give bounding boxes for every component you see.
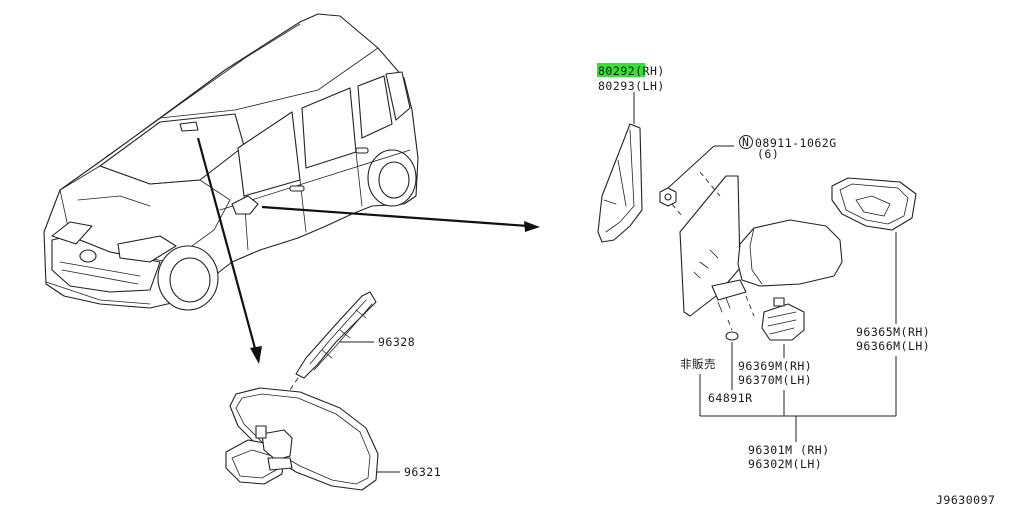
label-assy-rh: 96301M (RH) [748, 443, 830, 457]
vehicle-illustration [43, 13, 419, 311]
callout-labels: 80292(RH) 80293(LH) N 08911-1062G (6) 96… [378, 63, 995, 507]
mirror-cover-part [597, 92, 643, 243]
label-nut-qty: (6) [757, 147, 779, 161]
mirror-actuator-part [761, 297, 805, 341]
label-glass-lh: 96366M(LH) [856, 339, 930, 353]
label-figure-id: J9630097 [936, 493, 995, 507]
label-assy-lh: 96302M(LH) [748, 457, 822, 471]
inner-mirror-cover-part [265, 291, 377, 427]
label-cover-lh: 80293(LH) [598, 79, 665, 93]
nut-symbol-circle [739, 135, 753, 149]
label-screw: 64891R [708, 391, 753, 405]
nut-part [659, 145, 734, 207]
label-cover-rh: 80292(RH) [598, 64, 665, 78]
leader-lines [340, 232, 897, 473]
small-clip-part [725, 319, 739, 341]
highlight-marker [597, 63, 645, 77]
mirror-housing-part [711, 219, 843, 317]
label-inner-mirror: 96321 [404, 465, 441, 479]
label-inner-mirror-cover: 96328 [378, 335, 415, 349]
label-glass-rh: 96365M(RH) [856, 325, 930, 339]
label-nut-symbol: N [742, 135, 749, 149]
callout-arrows [196, 137, 540, 364]
label-actuator-lh: 96370M(LH) [738, 373, 812, 387]
label-not-for-sale: 非販売 [680, 357, 716, 371]
label-nut-code: 08911-1062G [755, 136, 837, 150]
mirror-base-part [671, 171, 741, 317]
label-actuator-rh: 96369M(RH) [738, 359, 812, 373]
inner-mirror-part [225, 387, 379, 491]
mirror-glass-part [831, 177, 917, 231]
